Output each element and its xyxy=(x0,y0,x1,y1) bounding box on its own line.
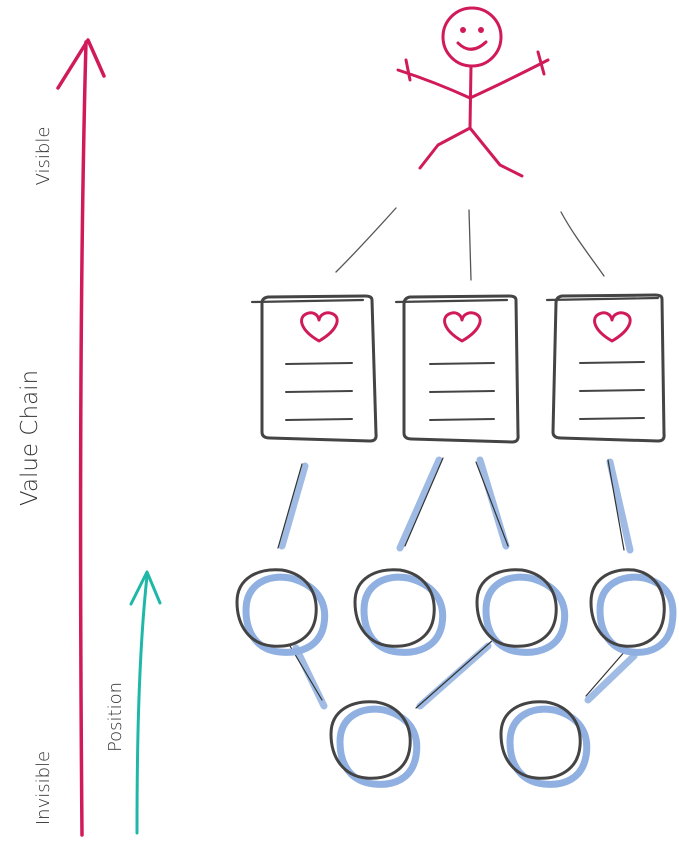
component-node xyxy=(475,568,569,656)
need-document xyxy=(394,294,520,444)
stick-figure-leg-left xyxy=(418,126,472,170)
need-document-header-line xyxy=(394,298,509,304)
connector-need-component-4 xyxy=(607,459,625,551)
component-node-shadow xyxy=(360,573,447,656)
need-document-outline xyxy=(402,294,520,444)
heart-icon xyxy=(593,311,632,343)
need-document-outline xyxy=(551,293,666,443)
stick-figure-hand-right xyxy=(536,50,546,76)
component-node xyxy=(329,700,421,788)
component-node xyxy=(235,568,329,656)
component-node xyxy=(353,568,447,656)
connector-user-need-middle xyxy=(468,209,472,281)
component-node-outline xyxy=(475,568,558,648)
need-document-outline xyxy=(260,294,378,443)
need-component-connectors xyxy=(277,456,634,554)
need-document-text-lines xyxy=(429,362,495,421)
component-subcomponent-connectors xyxy=(289,639,638,710)
component-node xyxy=(589,568,677,656)
connector-need-component-3 xyxy=(475,461,509,547)
component-node-shadow xyxy=(336,705,421,788)
invisible-label: Invisible xyxy=(33,751,54,825)
value-chain-label: Value Chain xyxy=(17,370,43,506)
stick-figure-icon xyxy=(396,6,550,178)
need-document xyxy=(545,293,666,443)
position-axis xyxy=(129,570,162,835)
position-label: Position xyxy=(105,682,126,752)
heart-icon xyxy=(443,311,482,343)
component-node xyxy=(499,700,591,788)
need-document xyxy=(250,294,378,443)
visibility-axis-line xyxy=(78,40,88,837)
connector-need-component-1 xyxy=(277,463,303,549)
connector-need-component-2 xyxy=(404,457,444,547)
connector-user-need-left xyxy=(335,207,397,273)
stick-figure-leg-right xyxy=(468,126,524,178)
component-node-shadow xyxy=(506,705,591,788)
connector-component-sub-3 xyxy=(585,649,627,697)
need-document-text-lines xyxy=(285,362,353,421)
component-node-shadow xyxy=(242,573,329,656)
visible-label: Visible xyxy=(33,127,54,186)
stick-figure-head xyxy=(441,6,503,68)
need-document-text-lines xyxy=(579,361,645,420)
position-axis-arrowhead xyxy=(129,570,162,606)
component-node-shadow xyxy=(482,573,569,656)
component-node-outline xyxy=(589,568,666,648)
stick-figure-eye-left xyxy=(460,27,466,33)
need-document-header-line xyxy=(545,296,660,302)
user-need-connectors xyxy=(335,207,605,281)
component-node-outline xyxy=(329,700,412,780)
component-node-outline xyxy=(353,568,436,648)
component-node-outline xyxy=(499,700,582,780)
component-node-shadow xyxy=(596,573,677,656)
stick-figure-eye-right xyxy=(478,27,484,33)
need-document-header-line xyxy=(250,298,365,304)
stick-figure-hand-left xyxy=(404,58,412,82)
visibility-axis xyxy=(56,38,106,837)
position-axis-line xyxy=(135,574,149,835)
heart-icon xyxy=(300,311,339,343)
stick-figure-smile xyxy=(456,40,488,51)
component-node-outline xyxy=(235,568,318,648)
visibility-axis-arrowhead xyxy=(56,38,106,90)
connector-component-sub-2 xyxy=(415,639,494,709)
connector-user-need-right xyxy=(560,211,605,277)
stick-figure-arms xyxy=(396,58,550,100)
